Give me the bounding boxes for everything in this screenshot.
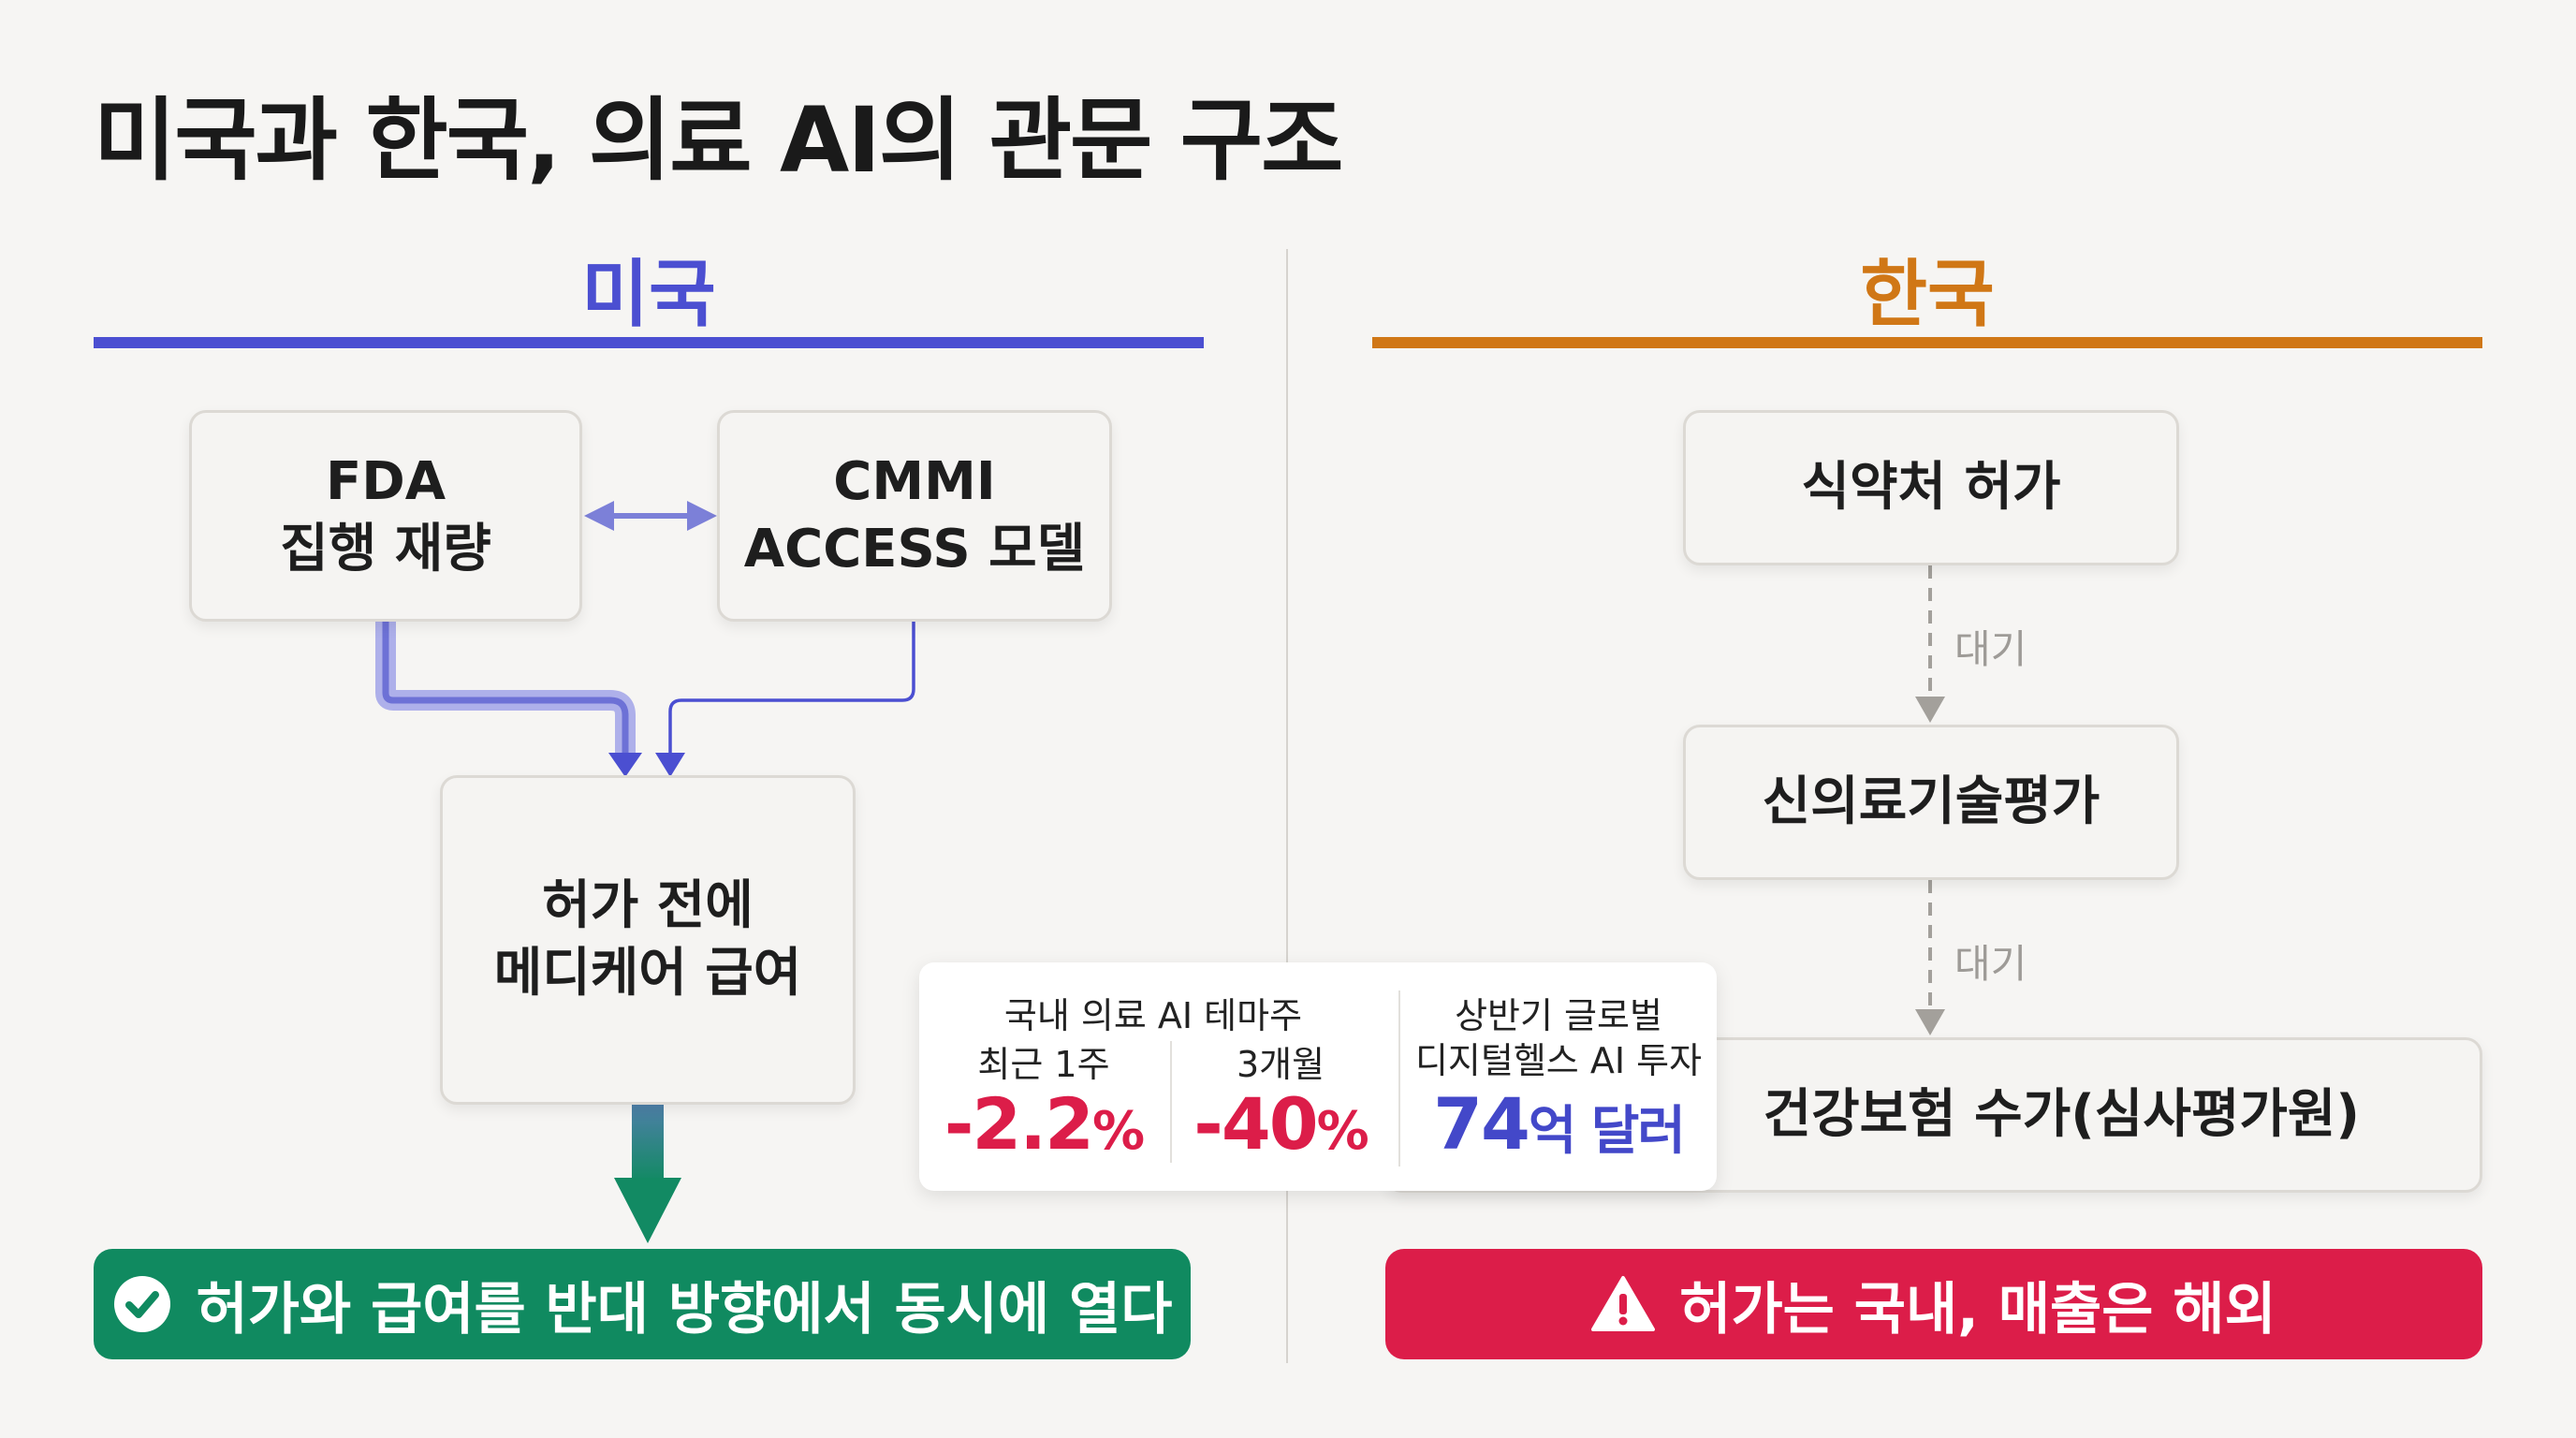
kr-heading-rule xyxy=(1372,337,2482,348)
column-divider xyxy=(1286,249,1288,1363)
fda-box: FDA 집행 재량 xyxy=(189,410,582,622)
down-arrow xyxy=(614,1105,681,1243)
wait-label-2: 대기 xyxy=(1954,941,2027,987)
mfds-approval-box: 식약처 허가 xyxy=(1683,410,2179,565)
global-value: 74억 달러 xyxy=(1400,1082,1717,1166)
us-conclusion-banner: 허가와 급여를 반대 방향에서 동시에 열다 xyxy=(94,1249,1191,1359)
check-circle-icon xyxy=(112,1274,172,1334)
global-number: 74 xyxy=(1433,1082,1530,1166)
domestic-caption: 국내 의료 AI 테마주 xyxy=(1003,995,1303,1036)
quarter-label: 3개월 xyxy=(1236,1044,1325,1085)
global-caption-line1: 상반기 글로벌 xyxy=(1455,995,1662,1036)
kr-heading: 한국 xyxy=(1860,253,1995,337)
coverage-box: 허가 전에 메디케어 급여 xyxy=(440,775,856,1105)
quarter-unit: % xyxy=(1316,1101,1369,1162)
cmmi-line2: ACCESS 모델 xyxy=(743,519,1086,580)
stat-separator-1 xyxy=(1170,1041,1172,1163)
insurance-fee-label: 건강보험 수가(심사평가원) xyxy=(1763,1084,2360,1145)
cmmi-line1: CMMI xyxy=(833,451,996,512)
week-unit: % xyxy=(1092,1101,1145,1162)
kr-banner-text: 허가는 국내, 매출은 해외 xyxy=(1679,1276,2276,1343)
cmmi-to-coverage-connector xyxy=(668,622,915,760)
week-value: -2.2% xyxy=(919,1082,1168,1166)
mfds-approval-label: 식약처 허가 xyxy=(1801,457,2061,518)
fda-line2: 집행 재량 xyxy=(280,519,491,580)
us-heading-rule xyxy=(94,337,1204,348)
new-health-tech-label: 신의료기술평가 xyxy=(1762,771,2100,832)
bidirectional-arrow xyxy=(584,501,717,531)
quarter-value: -40% xyxy=(1172,1082,1389,1166)
wait-label-1: 대기 xyxy=(1954,626,2027,672)
us-heading: 미국 xyxy=(581,253,716,337)
quarter-number: -40 xyxy=(1193,1082,1318,1166)
fda-line1: FDA xyxy=(325,451,446,512)
new-health-tech-box: 신의료기술평가 xyxy=(1683,725,2179,880)
us-banner-text: 허가와 급여를 반대 방향에서 동시에 열다 xyxy=(196,1276,1173,1343)
coverage-line1: 허가 전에 xyxy=(542,875,754,936)
week-number: -2.2 xyxy=(944,1082,1094,1166)
warning-triangle-icon xyxy=(1591,1275,1656,1333)
cmmi-box: CMMI ACCESS 모델 xyxy=(717,410,1112,622)
global-caption-line2: 디지털헬스 AI 투자 xyxy=(1414,1040,1703,1081)
stats-card: 국내 의료 AI 테마주 최근 1주 -2.2% 3개월 -40% 상반기 글로… xyxy=(919,962,1717,1191)
coverage-line2: 메디케어 급여 xyxy=(493,943,802,1004)
stat-separator-2 xyxy=(1398,990,1400,1167)
kr-conclusion-banner: 허가는 국내, 매출은 해외 xyxy=(1385,1249,2482,1359)
global-unit: 억 달러 xyxy=(1528,1101,1686,1162)
page-title: 미국과 한국, 의료 AI의 관문 구조 xyxy=(94,88,1343,193)
week-label: 최근 1주 xyxy=(977,1044,1110,1085)
